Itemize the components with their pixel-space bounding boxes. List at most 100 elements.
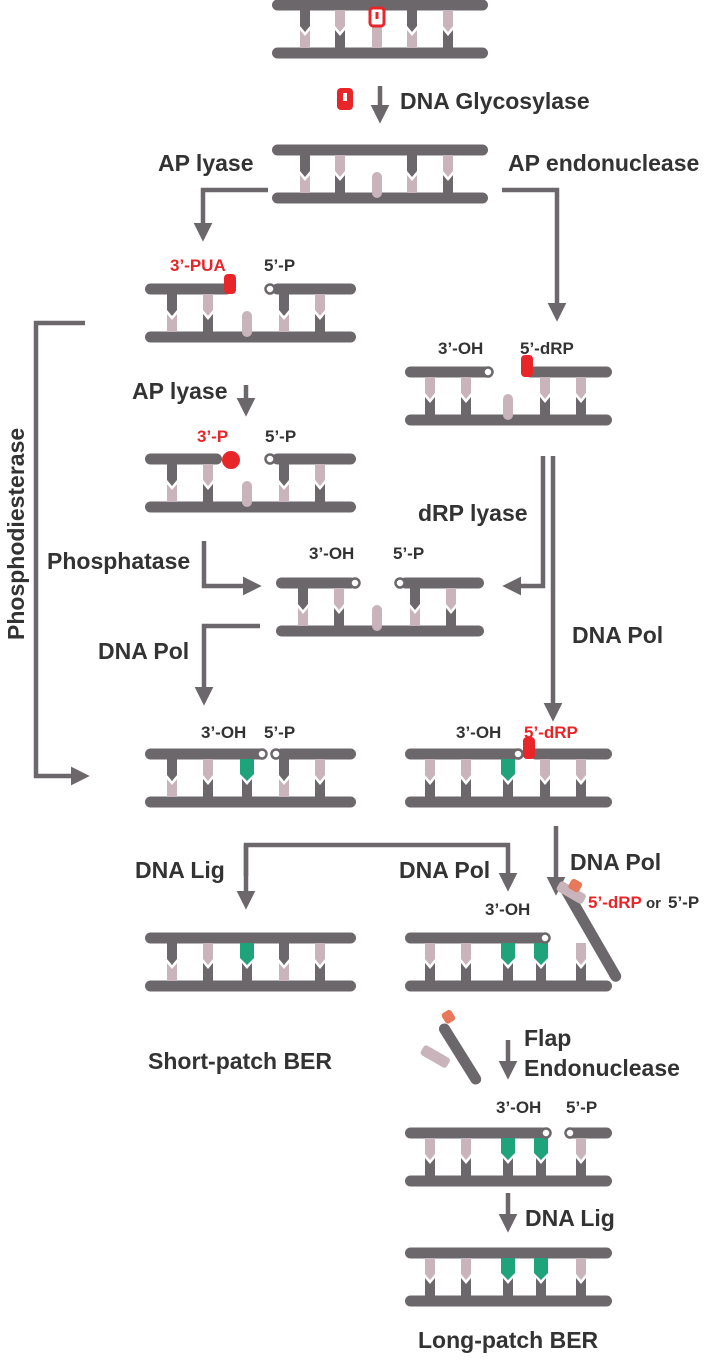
dna-strand xyxy=(525,366,612,378)
label-dna-pol-2: DNA Pol xyxy=(572,622,663,648)
dna-3-p xyxy=(145,451,356,513)
base-top xyxy=(279,464,289,486)
base-bottom xyxy=(425,397,435,415)
arrow-phosphatase xyxy=(201,541,262,596)
base-top xyxy=(315,294,325,316)
abasic-site xyxy=(242,481,252,507)
base-pair xyxy=(576,377,586,415)
label-endonuclease: Endonuclease xyxy=(524,1055,680,1081)
label-dna-pol-1: DNA Pol xyxy=(98,638,189,664)
base-bottom xyxy=(242,963,252,981)
base-top xyxy=(335,10,345,32)
base-top xyxy=(425,1138,435,1160)
dna-strand xyxy=(405,1127,548,1139)
base-pair xyxy=(425,1138,435,1176)
base-bottom xyxy=(425,1158,435,1176)
base-pair xyxy=(279,759,289,797)
base-bottom xyxy=(315,779,325,797)
excised-flap-base xyxy=(420,1045,450,1068)
base-bottom xyxy=(203,779,213,797)
label-5-p-c: 5’-P xyxy=(393,544,424,563)
phosphate-3-p xyxy=(222,451,240,469)
base-pair xyxy=(461,759,471,797)
nick-phosphate xyxy=(539,932,551,944)
arrow-phosphodiesterase xyxy=(33,320,90,786)
base-bottom xyxy=(410,608,420,626)
base-pair xyxy=(279,943,289,981)
label-dna-lig-1: DNA Lig xyxy=(135,857,225,883)
base-pair xyxy=(576,759,586,797)
base-bottom xyxy=(503,1278,513,1296)
base-top xyxy=(443,10,453,32)
base-bottom xyxy=(300,175,310,193)
base-pair xyxy=(534,1138,548,1176)
base-top xyxy=(407,10,417,32)
dna-structures xyxy=(145,0,622,1307)
base-top xyxy=(576,1258,586,1280)
label-dna-glycosylase: DNA Glycosylase xyxy=(400,88,590,114)
base-bottom xyxy=(461,397,471,415)
base-pair xyxy=(167,759,177,797)
base-bottom xyxy=(279,779,289,797)
base-top xyxy=(315,759,325,781)
base-top xyxy=(167,464,177,486)
base-bottom xyxy=(298,608,308,626)
base-top xyxy=(446,588,456,610)
lesion-mark xyxy=(375,12,379,19)
dna-strand xyxy=(272,144,488,156)
new-nucleotide xyxy=(240,943,254,965)
base-pair xyxy=(461,377,471,415)
drp-adduct xyxy=(521,355,533,377)
base-pair xyxy=(279,294,289,332)
dna-strand xyxy=(272,283,356,295)
label-5-p-a: 5’-P xyxy=(264,256,295,275)
base-pair xyxy=(425,1258,435,1296)
excised-flap-drp xyxy=(441,1009,456,1024)
base-pair xyxy=(461,1138,471,1176)
label-phosphatase: Phosphatase xyxy=(47,548,190,574)
base-bottom xyxy=(576,1158,586,1176)
base-top xyxy=(425,377,435,399)
dna-strand xyxy=(400,577,484,589)
new-nucleotide xyxy=(501,943,515,965)
dna-strand xyxy=(276,748,356,760)
base-bottom xyxy=(576,1278,586,1296)
nick-phosphate xyxy=(564,1127,576,1139)
base-top xyxy=(443,155,453,177)
dna-strand xyxy=(145,501,356,513)
base-bottom xyxy=(242,779,252,797)
dna-lesion xyxy=(272,0,488,59)
label-5-drp-a: 5’-dRP xyxy=(520,339,574,358)
base-top xyxy=(410,588,420,610)
label-3-p: 3’-P xyxy=(197,427,228,446)
base-bottom xyxy=(536,1158,546,1176)
base-bottom xyxy=(540,779,550,797)
label-3-oh-e: 3’-OH xyxy=(485,900,530,919)
base-pair xyxy=(167,943,177,981)
flap-base xyxy=(556,881,586,904)
glycosylase-lesion-icon xyxy=(337,88,353,110)
nick-phosphate xyxy=(349,577,361,589)
base-top xyxy=(576,1138,586,1160)
dna-filled-right xyxy=(405,737,612,808)
new-nucleotide xyxy=(240,759,254,781)
dna-strand xyxy=(276,625,484,637)
base-bottom xyxy=(279,484,289,502)
base-pair xyxy=(240,943,254,981)
base-bottom xyxy=(167,963,177,981)
base-pair xyxy=(315,464,325,502)
base-top xyxy=(203,294,213,316)
abasic-site xyxy=(503,394,513,420)
dna-strand xyxy=(145,453,222,465)
base-pair xyxy=(446,588,456,626)
nick-phosphate xyxy=(540,1127,552,1139)
base-bottom xyxy=(335,30,345,48)
base-bottom xyxy=(425,963,435,981)
base-bottom xyxy=(576,963,586,981)
excised-flap-strand xyxy=(438,1023,482,1085)
nick-phosphate xyxy=(264,283,276,295)
base-pair xyxy=(279,464,289,502)
label-5-p-d: 5’-P xyxy=(264,723,295,742)
new-nucleotide xyxy=(501,1258,515,1280)
dna-strand xyxy=(405,748,524,760)
